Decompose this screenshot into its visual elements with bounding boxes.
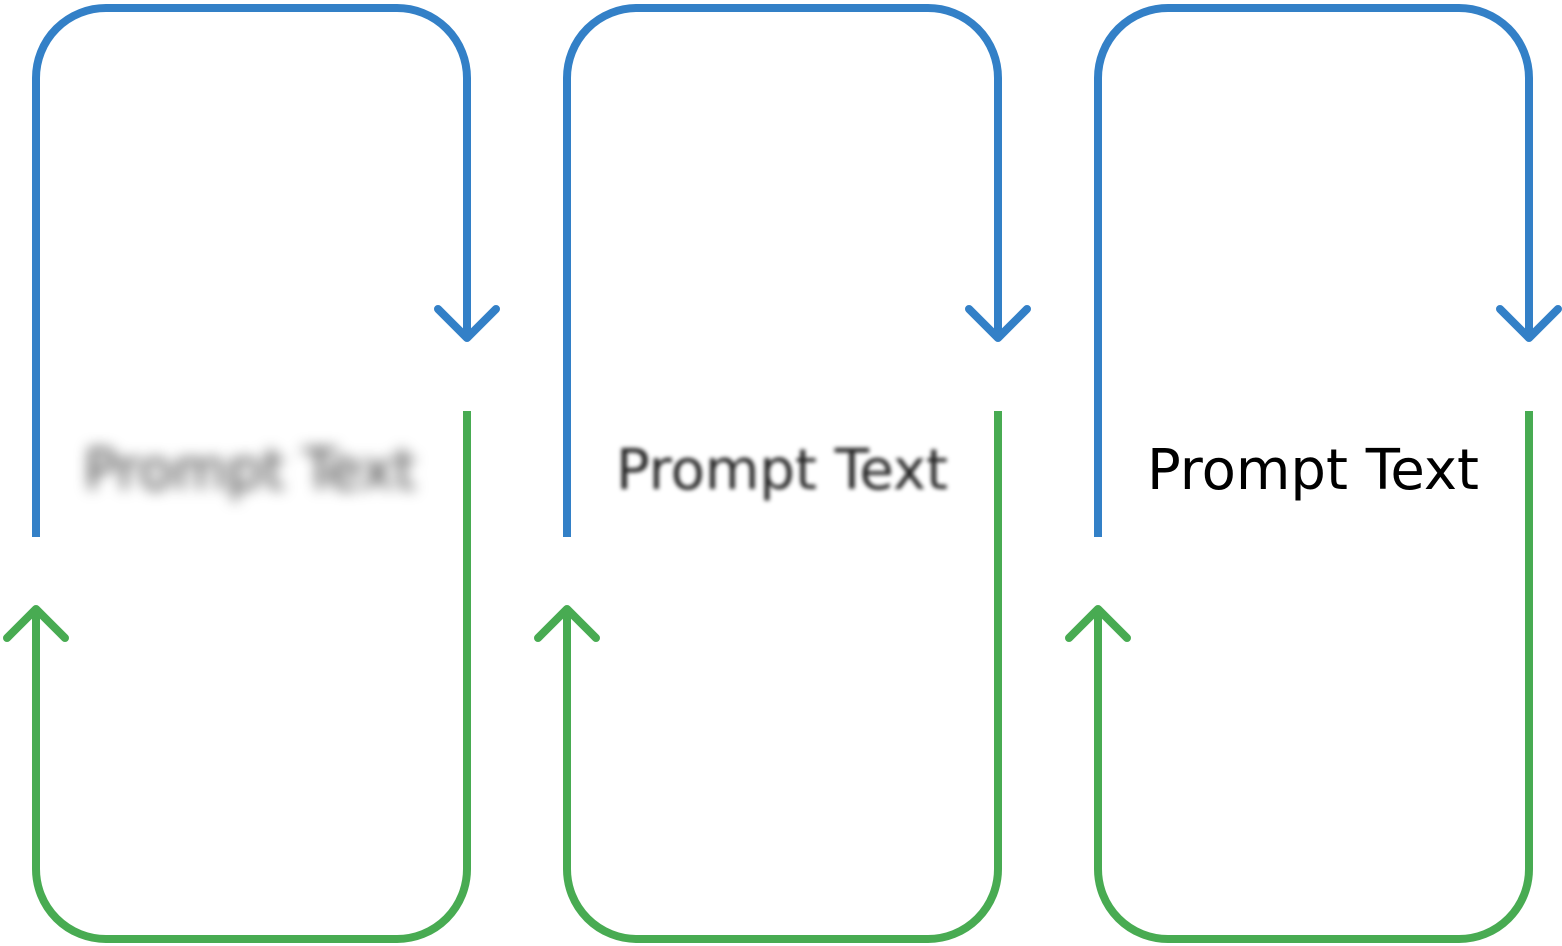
- top-loop-line: [32, 4, 471, 537]
- panel-3: Prompt Text: [1065, 4, 1562, 943]
- up-arrow-icon: [3, 605, 69, 642]
- down-arrow-icon: [434, 305, 500, 342]
- up-arrow-icon: [1065, 605, 1131, 642]
- prompt-text: Prompt Text: [616, 438, 948, 503]
- prompt-text: Prompt Text: [1147, 438, 1479, 503]
- bottom-loop-line: [32, 411, 471, 943]
- panel-1: Prompt Text: [3, 4, 500, 943]
- top-loop-line: [1094, 4, 1533, 537]
- bottom-loop-line: [563, 411, 1002, 943]
- down-arrow-icon: [1496, 305, 1562, 342]
- down-arrow-icon: [965, 305, 1031, 342]
- top-loop-line: [563, 4, 1002, 537]
- prompt-text: Prompt Text: [84, 438, 416, 503]
- bottom-loop-line: [1094, 411, 1533, 943]
- up-arrow-icon: [534, 605, 600, 642]
- panel-2: Prompt Text: [534, 4, 1031, 943]
